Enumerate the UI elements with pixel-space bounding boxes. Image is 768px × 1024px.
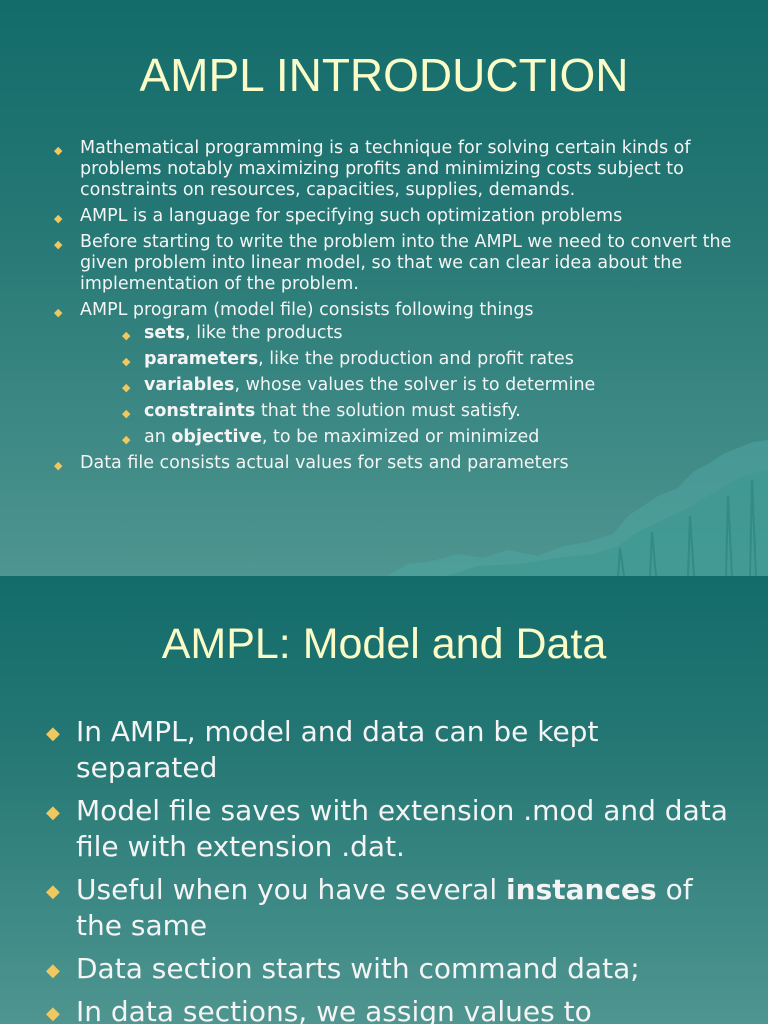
bullet-list: ◆Mathematical programming is a technique… xyxy=(54,138,744,479)
slide-model-and-data: AMPL: Model and Data ◆In AMPL, model and… xyxy=(0,576,768,1024)
diamond-bullet-icon: ◆ xyxy=(54,459,63,472)
list-item: ◆AMPL program (model file) consists foll… xyxy=(54,300,744,448)
diamond-bullet-icon: ◆ xyxy=(122,329,131,342)
slide-ampl-introduction: AMPL INTRODUCTION ◆Mathematical programm… xyxy=(0,0,768,576)
diamond-bullet-icon: ◆ xyxy=(46,1003,60,1024)
diamond-bullet-icon: ◆ xyxy=(122,407,131,420)
bullet-list: ◆In AMPL, model and data can be kept sep… xyxy=(46,714,746,1024)
diamond-bullet-icon: ◆ xyxy=(46,881,60,902)
diamond-bullet-icon: ◆ xyxy=(54,306,63,319)
list-item: ◆In data sections, we assign values to xyxy=(46,994,746,1024)
list-item: ◆Model file saves with extension .mod an… xyxy=(46,794,728,863)
sub-list-item: ◆variables, whose values the solver is t… xyxy=(122,375,744,396)
list-item: ◆Data file consists actual values for se… xyxy=(54,453,744,474)
diamond-bullet-icon: ◆ xyxy=(122,355,131,368)
list-item: ◆Data section starts with command data; xyxy=(46,951,746,987)
diamond-bullet-icon: ◆ xyxy=(46,960,60,981)
list-item: ◆In AMPL, model and data can be kept sep… xyxy=(46,715,599,784)
diamond-bullet-icon: ◆ xyxy=(122,381,131,394)
diamond-bullet-icon: ◆ xyxy=(54,144,63,157)
diamond-bullet-icon: ◆ xyxy=(54,238,63,251)
sub-list-item: ◆parameters, like the production and pro… xyxy=(122,349,744,370)
list-item: ◆AMPL is a language for specifying such … xyxy=(54,206,744,227)
list-item: ◆Mathematical programming is a technique… xyxy=(54,138,691,200)
list-item: ◆Before starting to write the problem in… xyxy=(54,232,732,294)
sub-bullet-list: ◆sets, like the products ◆parameters, li… xyxy=(122,323,744,448)
slide-title: AMPL INTRODUCTION xyxy=(139,49,629,101)
sub-list-item: ◆constraints that the solution must sati… xyxy=(122,401,744,422)
sub-list-item: ◆an objective, to be maximized or minimi… xyxy=(122,427,744,448)
diamond-bullet-icon: ◆ xyxy=(122,433,131,446)
mountain-decoration xyxy=(388,440,768,576)
list-item: ◆Useful when you have several instances … xyxy=(46,873,693,942)
diamond-bullet-icon: ◆ xyxy=(54,212,63,225)
diamond-bullet-icon: ◆ xyxy=(46,802,60,823)
slide-title: AMPL: Model and Data xyxy=(161,620,607,668)
diamond-bullet-icon: ◆ xyxy=(46,723,60,744)
sub-list-item: ◆sets, like the products xyxy=(122,323,744,344)
